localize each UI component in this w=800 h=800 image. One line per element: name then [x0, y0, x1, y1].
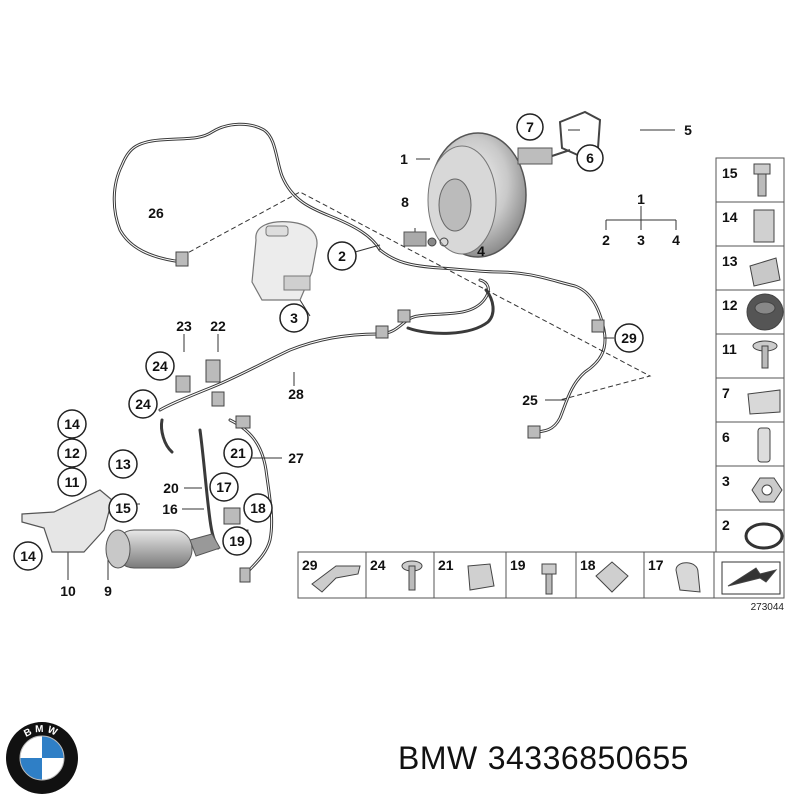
callout-16: 16: [162, 501, 178, 517]
callout-10: 10: [60, 583, 76, 599]
callout-28: 28: [288, 386, 304, 402]
callout-24-b: 24: [135, 396, 151, 412]
callout-numbers: 1 2 3 4 5 6 7 8 9 10 11 12 13 14 14 15 1…: [20, 119, 692, 599]
callout-25: 25: [522, 392, 538, 408]
callout-29: 29: [621, 330, 637, 346]
assembly-tree: 1 2 3 4: [602, 191, 680, 248]
o-ring-2-icon: [744, 522, 784, 550]
callout-23: 23: [176, 318, 192, 334]
callout-11: 11: [65, 474, 80, 490]
bottom-part-icons: [311, 560, 781, 595]
hose-25: [378, 248, 607, 434]
callout-15: 15: [115, 500, 131, 516]
nut-3-icon: [751, 477, 783, 503]
bottom-label-19: 19: [510, 557, 526, 573]
sleeve-14-icon: [753, 209, 775, 243]
callout-5: 5: [684, 122, 692, 138]
side-label-6: 6: [722, 429, 730, 445]
tree-child-4: 4: [672, 232, 680, 248]
brand-name: BMW: [398, 740, 478, 776]
spring-clip-7-icon: [747, 389, 781, 415]
pin-6-icon: [757, 427, 771, 463]
callout-17: 17: [216, 479, 232, 495]
callout-13: 13: [115, 456, 131, 472]
holder-21-icon: [467, 563, 495, 591]
side-label-14: 14: [722, 209, 738, 225]
bmw-logo-letters: BMW: [22, 724, 61, 740]
leader-lines: [67, 129, 677, 580]
grommet-12-icon: [746, 293, 784, 331]
callout-20: 20: [163, 480, 179, 496]
bracket-10: [21, 489, 113, 553]
bottom-label-24: 24: [370, 557, 386, 573]
bolt-19-icon: [541, 563, 557, 595]
clamp-17-icon: [675, 562, 701, 593]
hose-lines: [112, 122, 607, 578]
sensor-8: [403, 231, 449, 247]
bottom-part-labels: 29 24 21 19 18 17: [302, 557, 664, 573]
arrow-icon: [721, 561, 781, 595]
callout-8: 8: [401, 194, 409, 210]
callout-4: 4: [477, 243, 485, 259]
bottom-label-17: 17: [648, 557, 664, 573]
side-label-11: 11: [722, 341, 737, 357]
bolt-15-icon: [753, 163, 771, 197]
callout-9: 9: [104, 583, 112, 599]
callout-19: 19: [229, 533, 245, 549]
clip-13-icon: [749, 257, 781, 287]
bmw-logo: BMW: [6, 722, 78, 794]
callout-12: 12: [64, 445, 80, 461]
tree-child-3: 3: [637, 232, 645, 248]
side-label-3: 3: [722, 473, 730, 489]
fittings: [175, 251, 605, 583]
side-label-12: 12: [722, 297, 738, 313]
callout-21: 21: [230, 445, 246, 461]
vacuum-pump-9: [105, 529, 221, 569]
fluid-reservoir: [251, 221, 318, 301]
hose-26: [112, 122, 382, 264]
callout-18: 18: [250, 500, 266, 516]
bottom-label-21: 21: [438, 557, 454, 573]
callout-22: 22: [210, 318, 226, 334]
rivet-11-icon: [752, 340, 778, 369]
side-label-15: 15: [722, 165, 738, 181]
callout-14-b: 14: [20, 548, 36, 564]
hose-28: [158, 278, 490, 412]
callout-2: 2: [338, 248, 346, 264]
bracket-29-icon: [311, 565, 361, 593]
bottom-parts-row: [297, 551, 785, 599]
bottom-label-18: 18: [580, 557, 596, 573]
diagram-reference: 273044: [751, 602, 785, 613]
nut-clip-18-icon: [595, 561, 629, 593]
part-number: 34336850655: [487, 740, 689, 776]
callout-3: 3: [290, 310, 298, 326]
side-label-13: 13: [722, 253, 738, 269]
side-part-labels: 15 14 13 12 11 7 6 3 2: [722, 165, 738, 533]
tree-parent: 1: [637, 191, 645, 207]
callout-26: 26: [148, 205, 164, 221]
side-label-2: 2: [722, 517, 730, 533]
callout-7: 7: [526, 119, 534, 135]
callout-6: 6: [586, 150, 594, 166]
brake-booster: [427, 110, 602, 258]
callout-14-a: 14: [64, 416, 80, 432]
callout-circles: [13, 113, 644, 571]
tree-child-2: 2: [602, 232, 610, 248]
callout-24-a: 24: [152, 358, 168, 374]
side-part-icons: [744, 163, 784, 550]
screw-24-icon: [401, 560, 423, 591]
callout-27: 27: [288, 450, 304, 466]
side-label-7: 7: [722, 385, 730, 401]
bottom-label-29: 29: [302, 557, 318, 573]
callout-1: 1: [400, 151, 408, 167]
